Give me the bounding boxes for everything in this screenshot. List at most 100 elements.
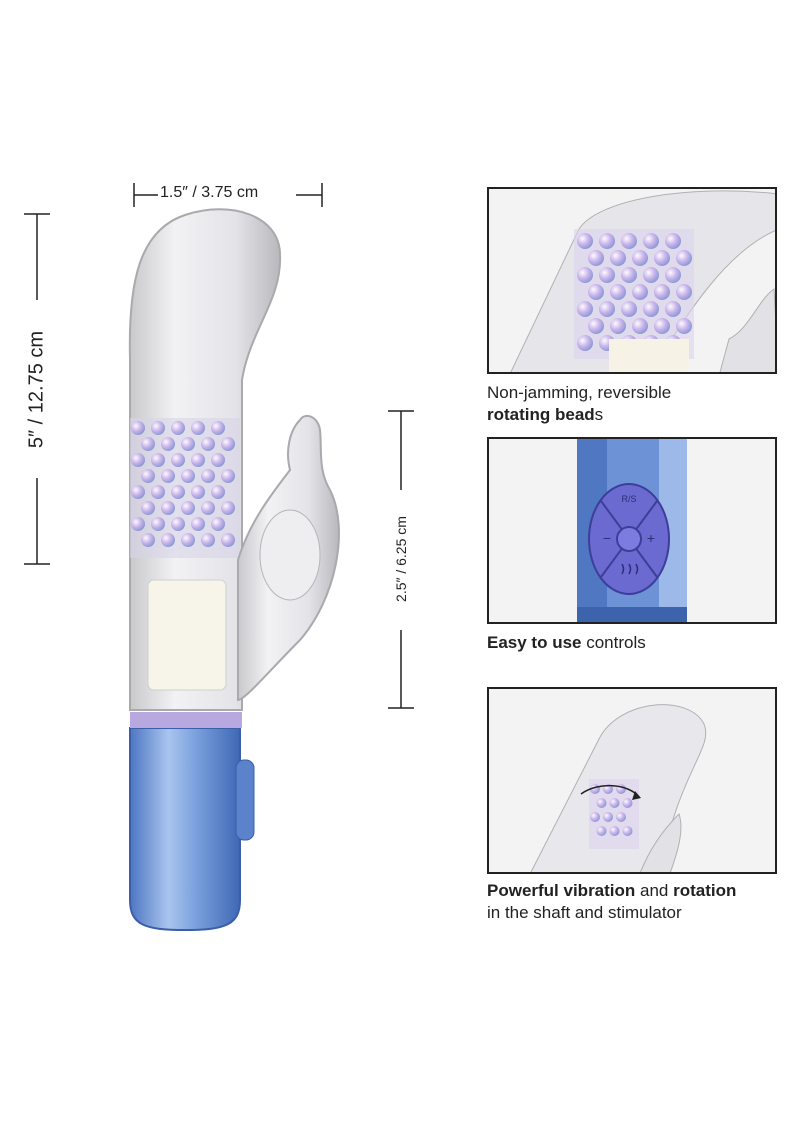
feature-caption-rotation: Powerful vibration and rotation in the s… bbox=[487, 880, 736, 924]
bead bbox=[191, 453, 205, 467]
bead bbox=[588, 284, 604, 300]
bead bbox=[621, 233, 637, 249]
bead bbox=[599, 267, 615, 283]
bead bbox=[621, 301, 637, 317]
bead bbox=[577, 335, 593, 351]
bead bbox=[221, 469, 235, 483]
bead bbox=[211, 485, 225, 499]
feature-rotation-bold-2: rotation bbox=[673, 881, 737, 900]
bead bbox=[191, 421, 205, 435]
feature-rotation-line2: in the shaft and stimulator bbox=[487, 903, 682, 922]
bead bbox=[665, 267, 681, 283]
bead bbox=[596, 798, 607, 808]
bead bbox=[191, 517, 205, 531]
bead bbox=[603, 784, 613, 794]
feature-rotation-mid: and bbox=[635, 881, 674, 900]
bead bbox=[577, 301, 593, 317]
bead bbox=[610, 318, 626, 334]
blue-handle bbox=[129, 727, 241, 932]
bead bbox=[141, 533, 155, 547]
bead bbox=[632, 250, 648, 266]
bead bbox=[141, 501, 155, 515]
bead bbox=[599, 301, 615, 317]
bead bbox=[211, 517, 225, 531]
bead bbox=[131, 453, 145, 467]
bead bbox=[171, 421, 185, 435]
feature-rotation-bold-1: Powerful vibration bbox=[487, 881, 636, 900]
beads-closeup-panel bbox=[487, 187, 777, 374]
rotation-closeup-image bbox=[530, 704, 707, 872]
plus-button-label: + bbox=[647, 530, 655, 546]
beads-closeup-image bbox=[510, 190, 775, 372]
bead bbox=[161, 501, 175, 515]
feature-controls-bold: Easy to use bbox=[487, 633, 582, 652]
bead bbox=[171, 485, 185, 499]
bead bbox=[609, 798, 620, 808]
bead bbox=[181, 437, 195, 451]
bead bbox=[596, 826, 607, 836]
feature-controls-suffix: controls bbox=[581, 633, 646, 652]
feature-caption-controls: Easy to use controls bbox=[487, 632, 646, 654]
bead bbox=[577, 267, 593, 283]
bead bbox=[141, 437, 155, 451]
feature-beads-suffix: s bbox=[594, 405, 604, 424]
bead bbox=[632, 284, 648, 300]
bead bbox=[643, 301, 659, 317]
bead bbox=[654, 250, 670, 266]
bead bbox=[577, 233, 593, 249]
bead bbox=[676, 250, 692, 266]
height-dimension-label: 5″ / 12.75 cm bbox=[25, 330, 48, 449]
bead bbox=[610, 250, 626, 266]
bead bbox=[588, 250, 604, 266]
bead bbox=[643, 233, 659, 249]
feature-beads-bold: rotating bead bbox=[487, 405, 595, 424]
bead bbox=[201, 533, 215, 547]
bead bbox=[151, 453, 165, 467]
bead bbox=[676, 284, 692, 300]
bead bbox=[211, 453, 225, 467]
bead bbox=[654, 318, 670, 334]
rs-button-label: R/S bbox=[621, 494, 636, 504]
bead bbox=[676, 318, 692, 334]
stimulator-dimension-label: 2.5″ / 6.25 cm bbox=[393, 516, 409, 602]
bead bbox=[665, 301, 681, 317]
feature-beads-prefix: Non-jamming, reversible bbox=[487, 383, 672, 402]
bead bbox=[201, 469, 215, 483]
bead bbox=[610, 284, 626, 300]
bead bbox=[171, 453, 185, 467]
bead bbox=[622, 826, 633, 836]
bead bbox=[221, 437, 235, 451]
bead bbox=[211, 421, 225, 435]
bead bbox=[616, 812, 626, 822]
bead bbox=[131, 421, 145, 435]
bead bbox=[181, 533, 195, 547]
rotation-closeup-panel bbox=[487, 687, 777, 874]
minus-button-label: − bbox=[603, 530, 611, 546]
bead bbox=[181, 469, 195, 483]
bead bbox=[621, 267, 637, 283]
width-dimension-label: 1.5″ / 3.75 cm bbox=[160, 184, 259, 201]
bead bbox=[654, 284, 670, 300]
bead bbox=[643, 267, 659, 283]
bead bbox=[141, 469, 155, 483]
bead bbox=[221, 501, 235, 515]
bead bbox=[588, 318, 604, 334]
bead bbox=[161, 469, 175, 483]
inner-core bbox=[147, 579, 227, 691]
controls-closeup-panel: R/S − + bbox=[487, 437, 777, 624]
bead bbox=[191, 485, 205, 499]
bead bbox=[161, 437, 175, 451]
controls-closeup-image: R/S − + bbox=[577, 439, 687, 622]
bead bbox=[151, 485, 165, 499]
bead bbox=[201, 437, 215, 451]
bead bbox=[171, 517, 185, 531]
bead bbox=[609, 826, 620, 836]
bead bbox=[590, 812, 600, 822]
bead bbox=[161, 533, 175, 547]
bead bbox=[632, 318, 648, 334]
bead bbox=[151, 421, 165, 435]
bead bbox=[221, 533, 235, 547]
